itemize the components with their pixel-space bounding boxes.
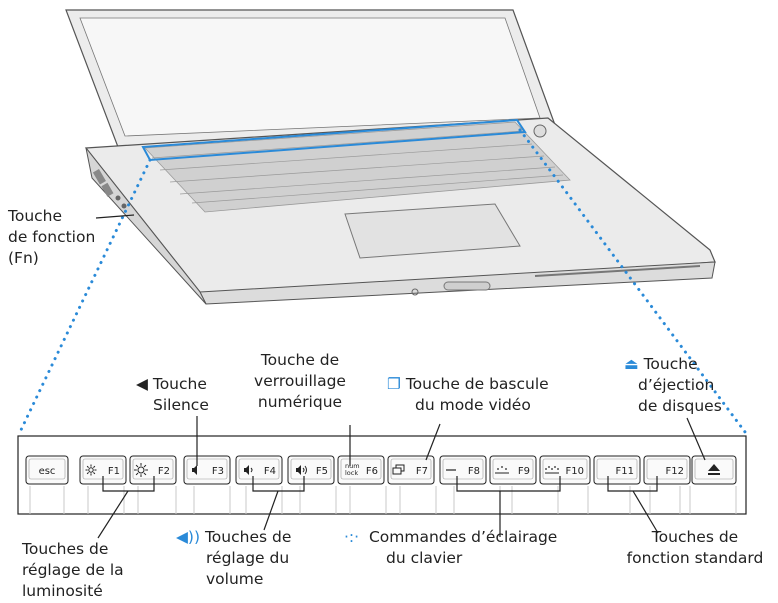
laptop-left-side (85, 147, 207, 305)
standard-label-line-2: fonction standard (626, 549, 764, 567)
keyboard-light-up-icon (545, 466, 559, 474)
eject-icon: ⏏ (624, 355, 639, 373)
brightness-label-line-1: Touches de (22, 540, 109, 558)
key-f7-label: F7 (416, 466, 428, 477)
numlock-key-label: Touche de verrouillage numérique (238, 350, 362, 413)
key-f11-label: F11 (616, 466, 634, 477)
key-f11: F11 (593, 455, 641, 485)
volume-down-icon (244, 465, 253, 475)
key-f3-label: F3 (212, 466, 224, 477)
volume-label-line-1: Touches de (204, 528, 292, 546)
brightness-down-icon (85, 464, 97, 476)
trackpad (344, 203, 521, 259)
key-f8-label: F8 (468, 466, 480, 477)
brightness-up-icon (134, 463, 148, 477)
key-f7: F7 (387, 455, 435, 485)
leader-lines (97, 416, 706, 539)
video-key-label: ❐ Touche de bascule du mode vidéo (387, 374, 549, 416)
power-button (533, 124, 547, 138)
key-f12-label: F12 (666, 466, 684, 477)
numlock-label-line-1: Touche de (260, 351, 340, 369)
key-f4-label: F4 (264, 466, 276, 477)
keyboard-light-down-icon (495, 466, 509, 474)
key-f3: F3 (183, 455, 231, 485)
laptop-screen (79, 17, 541, 137)
key-f5: F5 (287, 455, 335, 485)
key-f10: F10 (539, 455, 591, 485)
fn-key-label: Touche de fonction (Fn) (8, 206, 95, 269)
standard-label-line-1: Touches de (651, 528, 739, 546)
video-mirror-icon (392, 464, 405, 475)
key-f5-label: F5 (316, 466, 328, 477)
function-key-row-highlight (141, 118, 527, 162)
brightness-keys-label: Touches de réglage de la luminosité (22, 539, 124, 602)
mute-icon: ◀ (136, 375, 148, 393)
keyboard-light-line-1: Commandes d’éclairage (368, 528, 558, 546)
volume-keys-label: ◀)) Touches de réglage du volume (176, 527, 291, 590)
fn-leader-line (95, 214, 135, 219)
keyboard-light-label: ·:· Commandes d’éclairage du clavier (344, 527, 557, 569)
key-f12: F12 (643, 455, 691, 485)
keyboard-light-icon: ·:· (344, 528, 360, 546)
brightness-label-line-3: luminosité (22, 582, 103, 600)
video-label-line-1: Touche de bascule (405, 375, 549, 393)
key-f9-label: F9 (518, 466, 530, 477)
svg-text:lock: lock (345, 469, 358, 477)
standard-keys-label: Touches de fonction standard (620, 527, 770, 569)
svg-text:num: num (345, 462, 360, 470)
numlock-label-line-2: verrouillage (254, 372, 346, 390)
numlock-label-line-3: numérique (257, 393, 343, 411)
volume-label-line-3: volume (206, 570, 264, 588)
eject-icon (708, 464, 720, 475)
key-f2-label: F2 (158, 466, 170, 477)
eject-label-line-1: Touche (643, 355, 698, 373)
mute-key-label: ◀ Touche Silence (136, 374, 209, 416)
video-label-line-2: du mode vidéo (415, 396, 531, 414)
key-f6-label: F6 (366, 466, 378, 477)
key-eject (691, 455, 737, 485)
laptop-keyboard (144, 121, 571, 213)
fn-label-line-1: Touche (8, 207, 63, 225)
brightness-label-line-2: réglage de la (22, 561, 124, 579)
eject-key-label: ⏏ Touche d’éjection de disques (624, 354, 722, 417)
key-f9: F9 (489, 455, 537, 485)
mute-icon (192, 465, 197, 475)
eject-label-line-2: d’éjection (638, 376, 715, 394)
volume-icon: ◀)) (176, 528, 201, 546)
mute-label-line-2: Silence (153, 396, 209, 414)
key-esc-label: esc (39, 466, 56, 477)
eject-label-line-3: de disques (638, 397, 722, 415)
key-f2: F2 (129, 455, 177, 485)
volume-label-line-2: réglage du (206, 549, 290, 567)
key-f4: F4 (235, 455, 283, 485)
key-f1-label: F1 (108, 466, 120, 477)
zoom-guides (18, 128, 750, 438)
mute-label-line-1: Touche (152, 375, 207, 393)
video-mirror-icon: ❐ (387, 375, 401, 393)
key-f10-label: F10 (566, 466, 584, 477)
fn-label-line-2: de fonction (8, 228, 96, 246)
volume-up-icon (296, 465, 307, 475)
key-esc: esc (25, 455, 69, 485)
keyboard-light-line-2: du clavier (386, 549, 463, 567)
fn-label-line-3: (Fn) (8, 249, 39, 267)
key-f1: F1 (79, 455, 127, 485)
key-f8: F8 (439, 455, 487, 485)
laptop-illustration (65, 9, 716, 305)
